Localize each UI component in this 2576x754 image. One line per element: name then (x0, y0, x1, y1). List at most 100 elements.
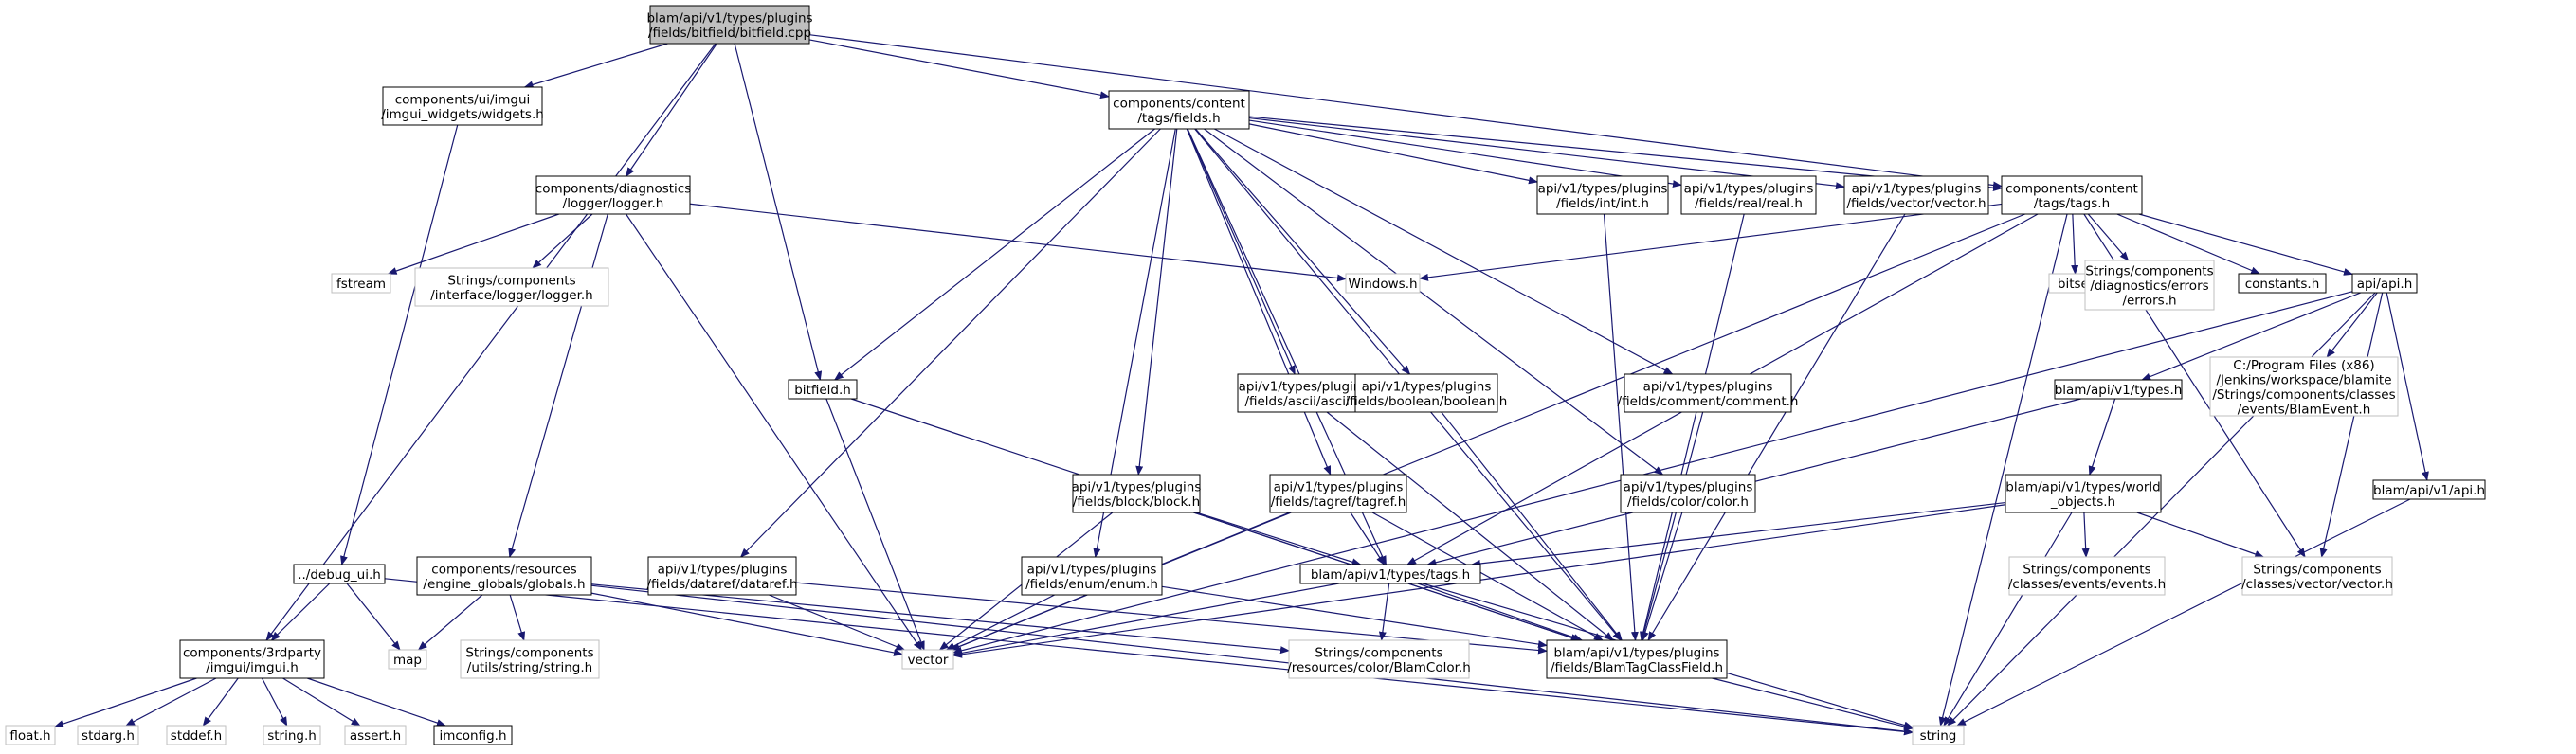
node-tags-content[interactable]: components/content/tags/tags.h (2001, 175, 2143, 215)
edge-root-to-fields (808, 39, 1110, 99)
node-comment-h[interactable]: api/v1/types/plugins/fields/comment/comm… (1618, 373, 1799, 413)
node-vector-h[interactable]: api/v1/types/plugins/fields/vector/vecto… (1843, 175, 1989, 215)
edge-fields-to-block_h (1135, 128, 1178, 476)
node-tagref-h[interactable]: api/v1/types/plugins/fields/tagref/tagre… (1269, 474, 1407, 513)
edge-debug_ui-to-string (384, 578, 1914, 736)
node-debug-ui[interactable]: ../debug_ui.h (293, 564, 386, 584)
node-box (535, 175, 691, 215)
node-label: /imgui_widgets/widgets.h (381, 107, 544, 122)
node-label: /fields/block/block.h (1073, 494, 1200, 510)
node-imconfig-h[interactable]: imconfig.h (433, 725, 513, 745)
node-label: Strings/components (447, 273, 575, 288)
node-label: api/api.h (2357, 277, 2413, 292)
node-label: /fields/int/int.h (1556, 196, 1649, 211)
node-box (649, 5, 810, 45)
node-fields[interactable]: components/content/tags/fields.h (1108, 90, 1250, 130)
node-box (1843, 175, 1989, 215)
node-string: string (1912, 725, 1965, 745)
node-label: /fields/real/real.h (1695, 196, 1803, 211)
edge-types_tags-to-blamtagclassfield (1417, 583, 1584, 641)
edge-types_tags-to-vector (952, 583, 1339, 657)
node-world-objects[interactable]: blam/api/v1/types/world_objects.h (2005, 474, 2162, 513)
node-box (1108, 90, 1250, 130)
edge-types_h-to-world_objects (2088, 398, 2116, 476)
node-windows: Windows.h (1345, 273, 1421, 294)
node-box (788, 379, 858, 400)
node-label: blam/api/v1/types/tags.h (1311, 567, 1470, 583)
node-types-tags[interactable]: blam/api/v1/types/tags.h (1299, 564, 1481, 584)
node-label: /Strings/components/classes (2212, 387, 2395, 403)
edge-dataref_h-to-vector (769, 594, 906, 651)
node-box (1269, 474, 1407, 513)
edge-fields-to-int_h (1248, 123, 1538, 185)
node-blamtagclassfield[interactable]: blam/api/v1/types/plugins/fields/BlamTag… (1546, 639, 1728, 679)
node-map: map (388, 649, 427, 670)
node-label: components/3rdparty (183, 645, 321, 660)
edge-widgets-to-debug_ui (340, 124, 459, 566)
node-label: api/v1/types/plugins (1239, 379, 1369, 394)
node-imgui-h[interactable]: components/3rdparty/imgui/imgui.h (179, 639, 325, 679)
node-label: fstream (336, 277, 386, 292)
node-label: stddef.h (171, 728, 222, 744)
node-label: components/content (1113, 96, 1245, 111)
node-label: blam/api/v1/types/world (2005, 479, 2160, 494)
node-blam-api-h[interactable]: blam/api/v1/api.h (2372, 479, 2486, 500)
node-label: /errors.h (2122, 294, 2176, 309)
node-api-h[interactable]: api/api.h (2351, 273, 2418, 294)
node-bitfield-h[interactable]: bitfield.h (788, 379, 858, 400)
edge-root-to-widgets (523, 43, 668, 89)
node-box (2005, 474, 2162, 513)
node-label: constants.h (2245, 277, 2320, 292)
edge-imgui_h-to-stddef_h (202, 677, 239, 727)
node-box (1536, 175, 1669, 215)
node-box (1912, 725, 1965, 745)
node-box (901, 649, 954, 670)
edge-tags_content-to-string (1938, 213, 2068, 727)
node-box (1546, 639, 1728, 679)
node-label: /engine_globals/globals.h (423, 577, 585, 592)
node-box (1288, 639, 1470, 679)
node-box (293, 564, 386, 584)
node-box (1620, 474, 1756, 513)
node-vectorvector: Strings/components/classes/vector/vector… (2241, 556, 2393, 596)
node-root[interactable]: blam/api/v1/types/plugins/fields/bitfiel… (646, 5, 813, 45)
node-dataref-h[interactable]: api/v1/types/plugins/fields/dataref/data… (646, 556, 798, 596)
node-box (166, 725, 227, 745)
node-ascii-h[interactable]: api/v1/types/plugins/fields/ascii/ascii.… (1237, 373, 1370, 413)
node-types-h[interactable]: blam/api/v1/types.h (2054, 379, 2183, 400)
node-box (1072, 474, 1201, 513)
node-globals[interactable]: components/resources/engine_globals/glob… (416, 556, 592, 596)
node-real-h[interactable]: api/v1/types/plugins/fields/real/real.h (1680, 175, 1817, 215)
node-box (2372, 479, 2486, 500)
node-label: Strings/components (2253, 562, 2381, 577)
edge-world_objects-to-vectorvector (2136, 512, 2265, 558)
edge-debug_ui-to-map (346, 583, 401, 651)
edge-api_h-to-types_h (2141, 292, 2362, 381)
node-label: /logger/logger.h (563, 196, 664, 211)
node-int-h[interactable]: api/v1/types/plugins/fields/int/int.h (1536, 175, 1669, 215)
edge-globals-to-string_utils (509, 594, 526, 641)
edge-api_h-to-blam_api_h (2386, 292, 2429, 481)
node-enum-h[interactable]: api/v1/types/plugins/fields/enum/enum.h (1021, 556, 1163, 596)
node-constants[interactable]: constants.h (2238, 273, 2327, 294)
node-color-h[interactable]: api/v1/types/plugins/fields/color/color.… (1620, 474, 1756, 513)
node-block-h[interactable]: api/v1/types/plugins/fields/block/block.… (1072, 474, 1202, 513)
node-label: imconfig.h (439, 728, 506, 744)
node-box (5, 725, 56, 745)
edge-imgui_h-to-stdarg_h (125, 677, 217, 727)
node-box (433, 725, 513, 745)
edge-logger-to-iface_logger (532, 213, 593, 269)
node-boolean-h[interactable]: api/v1/types/plugins/fields/boolean/bool… (1346, 373, 1508, 413)
node-box (179, 639, 325, 679)
node-label: api/v1/types/plugins (1274, 479, 1404, 494)
node-box (2209, 356, 2399, 417)
node-label: /fields/ascii/ascii.h (1244, 394, 1361, 409)
node-label: /fields/bitfield/bitfield.cpp (648, 26, 811, 41)
node-box (1299, 564, 1481, 584)
node-widgets[interactable]: components/ui/imgui/imgui_widgets/widget… (381, 86, 544, 126)
edge-imgui_h-to-assert_h (282, 677, 361, 727)
node-logger[interactable]: components/diagnostics/logger/logger.h (535, 175, 691, 215)
edge-fields-to-bitfield_h (833, 128, 1155, 381)
node-label: blam/api/v1/types/plugins (1553, 645, 1719, 660)
